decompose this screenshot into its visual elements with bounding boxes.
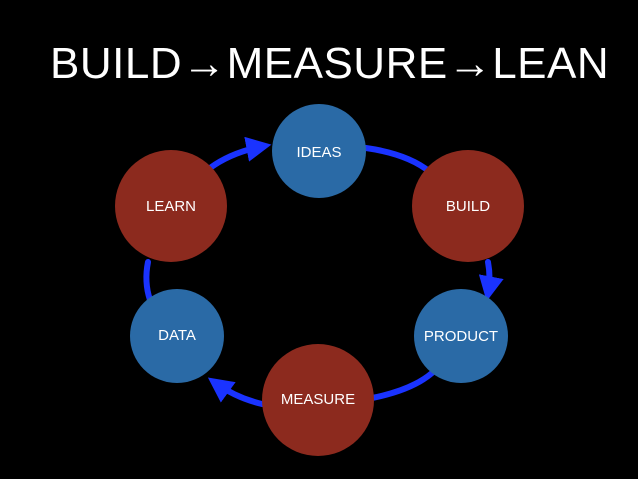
node-ideas: IDEAS <box>272 104 366 198</box>
node-data: DATA <box>130 289 224 383</box>
node-product-circle <box>414 289 508 383</box>
node-learn-circle <box>115 150 227 262</box>
node-measure: MEASURE <box>262 344 374 456</box>
node-product: PRODUCT <box>414 289 508 383</box>
node-measure-label: MEASURE <box>281 391 355 408</box>
arc-product-to-measure <box>369 370 435 401</box>
node-build-label: BUILD <box>446 198 490 215</box>
arc-data-to-learn <box>143 259 153 303</box>
arc-learn-to-ideas <box>207 136 272 171</box>
node-learn-label: LEARN <box>146 198 196 215</box>
arc-ideas-to-build <box>363 145 433 175</box>
node-ideas-label: IDEAS <box>296 144 341 161</box>
node-build: BUILD <box>412 150 524 262</box>
node-data-circle <box>130 289 224 383</box>
arc-build-to-product <box>478 259 504 302</box>
node-learn: LEARN <box>115 150 227 262</box>
node-build-circle <box>412 150 524 262</box>
slide-title: BUILD→MEASURE→LEAN <box>50 39 610 88</box>
node-ideas-circle <box>272 104 366 198</box>
cycle-arrows <box>143 136 504 407</box>
arc-measure-to-data <box>207 377 265 407</box>
node-product-label: PRODUCT <box>424 328 498 345</box>
node-measure-circle <box>262 344 374 456</box>
node-data-label: DATA <box>158 327 196 344</box>
